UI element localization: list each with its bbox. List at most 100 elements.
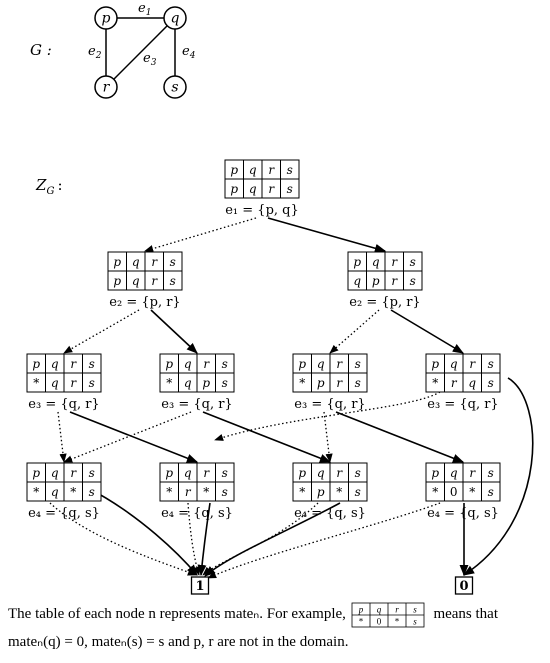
zdd-arc-dotted xyxy=(323,411,333,463)
zdd-mate-cell: p xyxy=(372,274,380,288)
zdd-arc-solid xyxy=(390,309,464,354)
graph-vertex-label: s xyxy=(171,80,178,96)
zdd-arc-solid xyxy=(204,502,341,577)
zdd-terminal-zero: 0 xyxy=(454,576,474,595)
zdd-header-cell: q xyxy=(51,357,59,371)
caption-table-header-cell: s xyxy=(413,604,417,614)
zdd-header-cell: p xyxy=(113,255,121,269)
caption-table-mate-cell: * xyxy=(394,616,399,626)
zdd-header-cell: r xyxy=(469,357,476,371)
zdd-header-cell: p xyxy=(431,357,439,371)
caption-line-2: mateₙ(q) = 0, mateₙ(s) = s and p, r are … xyxy=(8,634,349,650)
zdd-header-cell: s xyxy=(488,357,494,371)
zdd-mate-cell: q xyxy=(353,274,361,288)
zdd-header-cell: r xyxy=(70,357,77,371)
zdd-mate-cell: p xyxy=(113,274,121,288)
zdd-mate-cell: s xyxy=(287,182,293,196)
zdd-header-cell: q xyxy=(317,357,325,371)
zdd-edge-label: e₃ = {q, r} xyxy=(427,397,498,412)
zdd-mate-cell: * xyxy=(469,485,475,499)
zdd-mate-cell: s xyxy=(410,274,416,288)
caption-line-1: The table of each node n represents mate… xyxy=(8,600,548,628)
zdd-mate-cell: s xyxy=(355,485,361,499)
graph-vertex-label: r xyxy=(103,80,111,96)
zdd-header-cell: r xyxy=(151,255,158,269)
zdd-mate-cell: * xyxy=(166,485,172,499)
zdd-header-cell: p xyxy=(32,466,40,480)
zdd-header-cell: r xyxy=(268,163,275,177)
zdd-mate-cell: p xyxy=(317,376,325,390)
caption-part-2: means that xyxy=(433,606,499,622)
zdd-header-cell: q xyxy=(372,255,380,269)
zdd-header-cell: r xyxy=(391,255,398,269)
zdd-header-cell: r xyxy=(469,466,476,480)
graph-edge-label: e2 xyxy=(88,44,102,61)
zdd-mate-cell: s xyxy=(488,485,494,499)
zdd-edge-label: e₄ = {q, s} xyxy=(427,506,499,521)
zdd-header-cell: q xyxy=(450,466,458,480)
zdd-edge-label: e₃ = {q, r} xyxy=(294,397,365,412)
zdd-mate-cell: q xyxy=(51,376,59,390)
zdd-arc-dotted xyxy=(63,411,192,463)
zdd-header-cell: s xyxy=(170,255,176,269)
graph-edge-label: e4 xyxy=(182,44,196,61)
zdd-mate-cell: r xyxy=(336,376,343,390)
zdd-mate-cell: q xyxy=(249,182,257,196)
zdd-mate-cell: r xyxy=(70,376,77,390)
zdd-header-cell: p xyxy=(298,357,306,371)
zdd-edge-label: e₄ = {q, s} xyxy=(161,506,233,521)
caption-table-mate-cell: 0 xyxy=(376,616,381,626)
zdd-header-cell: s xyxy=(410,255,416,269)
zdd-header-cell: s xyxy=(89,357,95,371)
zdd-arc-solid xyxy=(202,411,332,463)
caption-table-header-cell: p xyxy=(357,604,363,614)
graph-edge-label: e1 xyxy=(138,1,151,18)
zdd-header-cell: p xyxy=(165,466,173,480)
graph-label: G : xyxy=(30,41,52,59)
zdd-mate-cell: * xyxy=(33,376,39,390)
zdd-header-cell: q xyxy=(317,466,325,480)
zdd-edge-label: e₁ = {p, q} xyxy=(225,203,299,218)
zdd-arc-dotted xyxy=(144,217,257,253)
zdd-mate-cell: * xyxy=(432,376,438,390)
zdd-arc-dotted xyxy=(214,391,441,441)
zdd-arc-dotted xyxy=(207,502,441,579)
zdd-arc-solid xyxy=(335,411,465,463)
caption-table-mate-cell: * xyxy=(358,616,363,626)
zdd-mate-cell: s xyxy=(89,376,95,390)
graph-vertex: r xyxy=(94,75,118,99)
zdd-header-cell: r xyxy=(336,466,343,480)
caption: The table of each node n represents mate… xyxy=(8,600,548,656)
zdd-header-cell: s xyxy=(89,466,95,480)
zdd-mate-cell: * xyxy=(166,376,172,390)
zdd-mate-cell: s xyxy=(222,376,228,390)
zdd-arc-solid xyxy=(150,309,198,354)
zdd-mate-cell: r xyxy=(151,274,158,288)
graph-edge-label: e3 xyxy=(143,51,157,68)
zdd-header-cell: p xyxy=(431,466,439,480)
zdd-arc-solid xyxy=(87,487,198,576)
caption-table-mate-cell: s xyxy=(413,616,417,626)
zdd-header-cell: p xyxy=(353,255,361,269)
zdd-label: ZG: xyxy=(35,176,63,197)
caption-part-1: The table of each node n represents mate… xyxy=(8,606,346,622)
zdd-mate-cell: s xyxy=(170,274,176,288)
zdd-mate-cell: q xyxy=(132,274,140,288)
zdd-header-cell: p xyxy=(165,357,173,371)
zdd-mate-cell: * xyxy=(299,376,305,390)
zdd-edge-label: e₂ = {p, r} xyxy=(109,295,180,310)
zdd-terminal-one: 1 xyxy=(190,576,210,595)
